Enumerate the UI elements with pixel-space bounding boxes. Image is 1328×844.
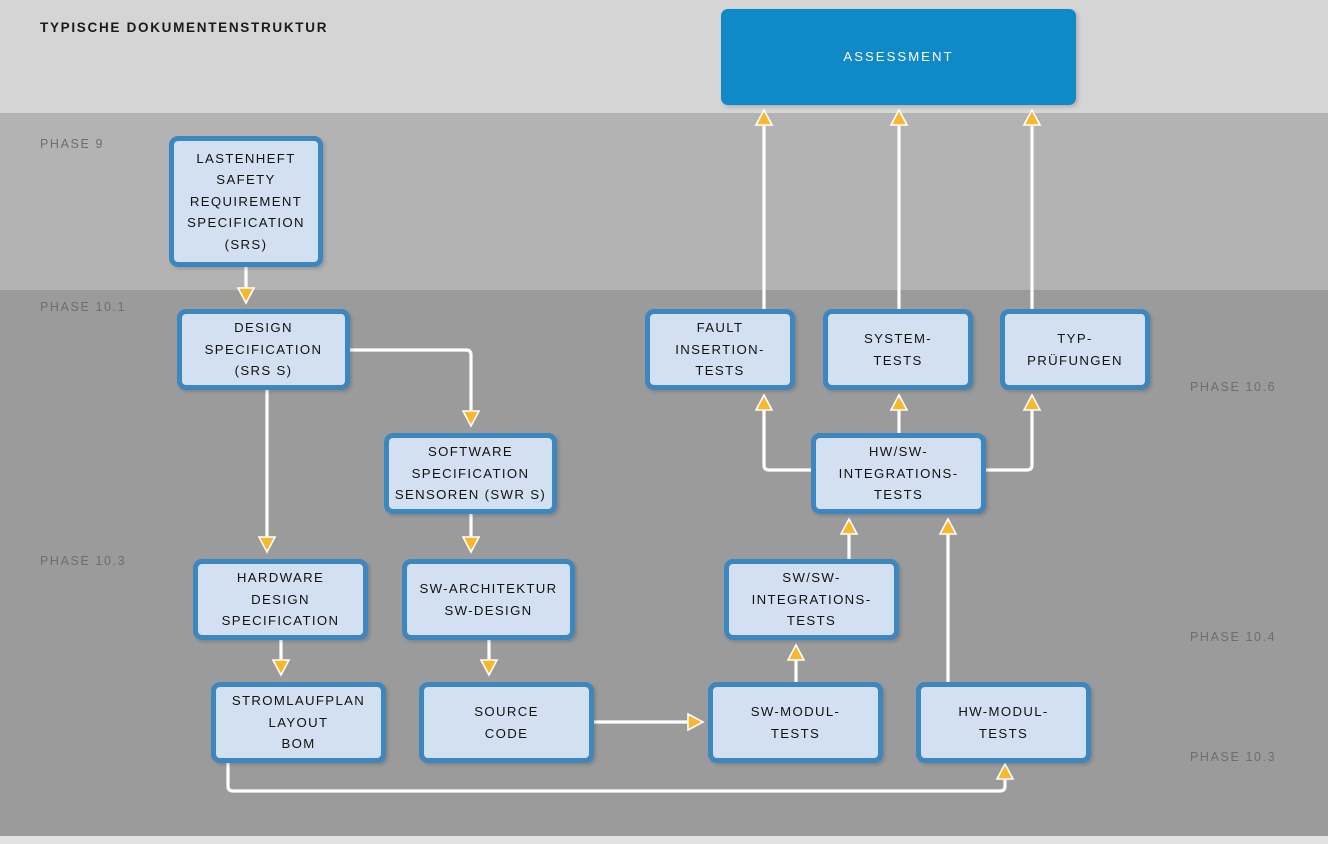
- node-label-hw-modul-tests: HW-MODUL-TESTS: [958, 704, 1049, 741]
- phase-label-phase-10-1: PHASE 10.1: [40, 300, 127, 314]
- node-system-tests[interactable]: SYSTEM-TESTS: [823, 309, 973, 390]
- band-header: [0, 0, 1328, 113]
- node-hw-modul-tests[interactable]: HW-MODUL-TESTS: [916, 682, 1091, 763]
- phase-label-phase-10-4: PHASE 10.4: [1190, 630, 1277, 644]
- node-assessment[interactable]: ASSESSMENT: [721, 9, 1076, 105]
- phase-label-phase-10-6: PHASE 10.6: [1190, 380, 1277, 394]
- node-typ-pruefungen[interactable]: TYP-PRÜFUNGEN: [1000, 309, 1150, 390]
- node-sw-sw-integrations-tests[interactable]: SW/SW-INTEGRATIONS-TESTS: [724, 559, 899, 640]
- node-hw-sw-integrations-tests[interactable]: HW/SW-INTEGRATIONS-TESTS: [811, 433, 986, 514]
- node-label-hw-sw-integrations-tests: HW/SW-INTEGRATIONS-TESTS: [838, 444, 959, 503]
- node-label-sw-sw-integrations-tests: SW/SW-INTEGRATIONS-TESTS: [751, 570, 872, 629]
- phase-label-phase-10-3-right: PHASE 10.3: [1190, 750, 1277, 764]
- node-label-system-tests: SYSTEM-TESTS: [863, 331, 933, 368]
- phase-label-phase-9: PHASE 9: [40, 137, 105, 151]
- node-label-typ-pruefungen: TYP-PRÜFUNGEN: [1027, 331, 1123, 368]
- node-sw-modul-tests[interactable]: SW-MODUL-TESTS: [708, 682, 883, 763]
- phase-label-phase-10-3: PHASE 10.3: [40, 554, 127, 568]
- band-footer: [0, 836, 1328, 844]
- node-label-sw-modul-tests: SW-MODUL-TESTS: [750, 704, 841, 741]
- node-label-assessment: ASSESSMENT: [843, 49, 954, 65]
- page-title: TYPISCHE DOKUMENTENSTRUKTUR: [40, 20, 329, 35]
